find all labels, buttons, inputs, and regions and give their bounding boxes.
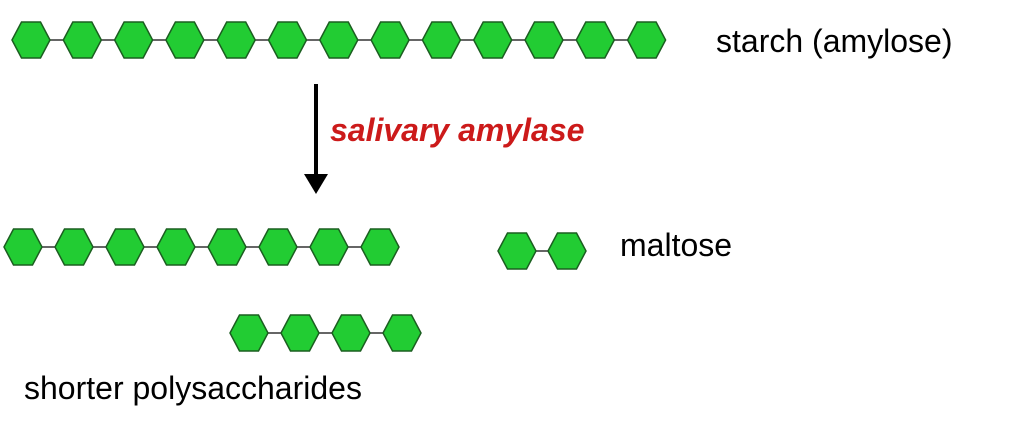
glucose-unit bbox=[497, 232, 537, 270]
glucose-unit bbox=[382, 314, 422, 352]
glucose-unit bbox=[11, 21, 51, 59]
glucose-unit bbox=[360, 228, 400, 266]
maltose-chain bbox=[497, 232, 587, 270]
enzyme-label: salivary amylase bbox=[330, 112, 585, 148]
glucose-unit bbox=[113, 21, 154, 59]
glucose-unit bbox=[575, 21, 616, 59]
glucose-unit bbox=[472, 21, 513, 59]
glucose-unit bbox=[626, 21, 667, 59]
glucose-unit bbox=[3, 228, 43, 266]
glucose-unit bbox=[105, 228, 145, 266]
glucose-unit bbox=[280, 314, 320, 352]
glucose-unit bbox=[331, 314, 371, 352]
glucose-unit bbox=[165, 21, 205, 59]
maltose-label: maltose bbox=[620, 227, 733, 263]
glucose-unit bbox=[309, 228, 349, 266]
glucose-unit bbox=[156, 228, 196, 266]
starch-chain bbox=[11, 21, 667, 59]
glucose-unit bbox=[421, 21, 462, 59]
glucose-unit bbox=[229, 314, 269, 352]
glucose-unit bbox=[207, 228, 247, 266]
glucose-unit bbox=[216, 21, 257, 59]
glucose-unit bbox=[54, 228, 94, 266]
short-fragment-chain bbox=[229, 314, 422, 352]
glucose-unit bbox=[267, 21, 308, 59]
glucose-unit bbox=[318, 21, 359, 59]
long-fragment-chain bbox=[3, 228, 400, 266]
reaction-arrow bbox=[304, 84, 328, 194]
glucose-unit bbox=[370, 21, 410, 59]
shorter-polysaccharides-label: shorter polysaccharides bbox=[24, 370, 362, 406]
starch-label: starch (amylose) bbox=[716, 23, 953, 59]
glucose-unit bbox=[258, 228, 298, 266]
glucose-unit bbox=[524, 21, 564, 59]
glucose-unit bbox=[547, 232, 587, 270]
glucose-unit bbox=[62, 21, 103, 59]
